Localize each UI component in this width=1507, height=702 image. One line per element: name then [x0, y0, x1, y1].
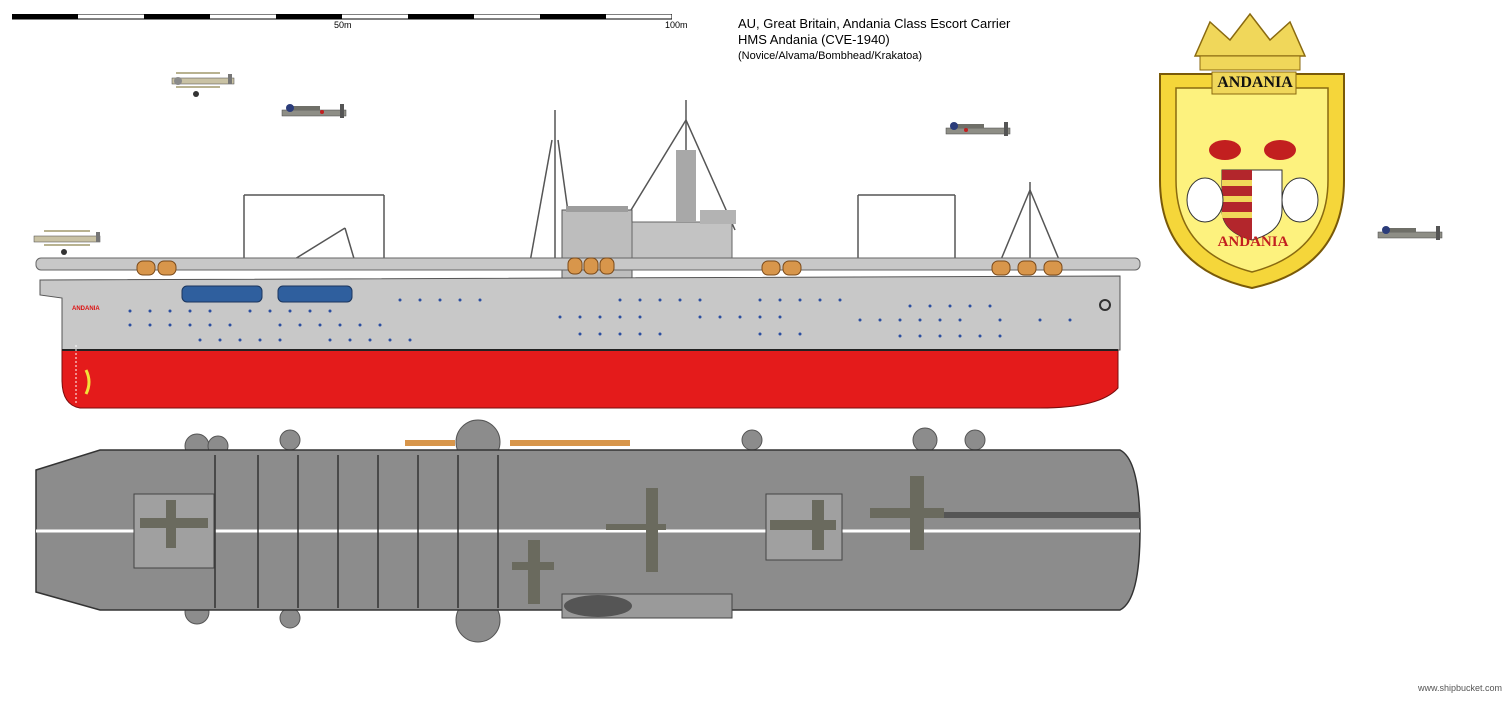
crown-icon	[1193, 12, 1307, 71]
lower-hull-red	[61, 349, 1119, 409]
flight-deck-plan	[35, 449, 1141, 611]
crest-shield	[1159, 73, 1345, 290]
lifeboats	[136, 257, 1063, 276]
aft-elevator	[133, 493, 215, 569]
rudder-icon	[84, 369, 91, 395]
fwd-elevator	[765, 493, 843, 561]
portholes	[128, 298, 1072, 342]
mantling-icon	[1209, 140, 1296, 160]
scale-label-100m: 100m	[665, 20, 688, 30]
supporter-icon	[1186, 177, 1319, 223]
biplane-icon	[33, 230, 101, 255]
island-plan	[561, 593, 733, 619]
ships-boat	[181, 285, 263, 303]
upper-hull	[39, 275, 1121, 351]
scale-bar	[12, 14, 672, 20]
island-bridge	[631, 221, 733, 265]
heraldic-shield-icon	[1221, 169, 1283, 241]
flight-deck-side	[35, 257, 1141, 271]
scale-bar-graphic	[12, 14, 672, 20]
crest-bottom-label: ANDANIA	[1217, 234, 1289, 250]
biplane-icon	[171, 72, 235, 97]
scale-label-50m: 50m	[334, 20, 352, 30]
fighter-icon	[945, 122, 1011, 136]
title-line-3: (Novice/Alvama/Bombhead/Krakatoa)	[738, 50, 923, 62]
masts	[243, 100, 1061, 263]
crest-top-label: ANDANIA	[1217, 74, 1293, 91]
hull-name: ANDANIA	[72, 306, 100, 312]
anchor-icon	[1099, 299, 1111, 311]
island-funnel	[561, 209, 633, 295]
deck-aircraft	[140, 476, 944, 604]
title-block: AU, Great Britain, Andania Class Escort …	[738, 16, 1010, 64]
catapult	[880, 512, 1140, 518]
credit-text: www.shipbucket.com	[1418, 683, 1503, 693]
fighter-icon	[281, 104, 347, 118]
ships-boat	[277, 285, 353, 303]
title-line-2: HMS Andania (CVE-1940)	[738, 32, 890, 47]
fighter-icon	[1377, 226, 1443, 240]
title-line-1: AU, Great Britain, Andania Class Escort …	[738, 16, 1011, 31]
